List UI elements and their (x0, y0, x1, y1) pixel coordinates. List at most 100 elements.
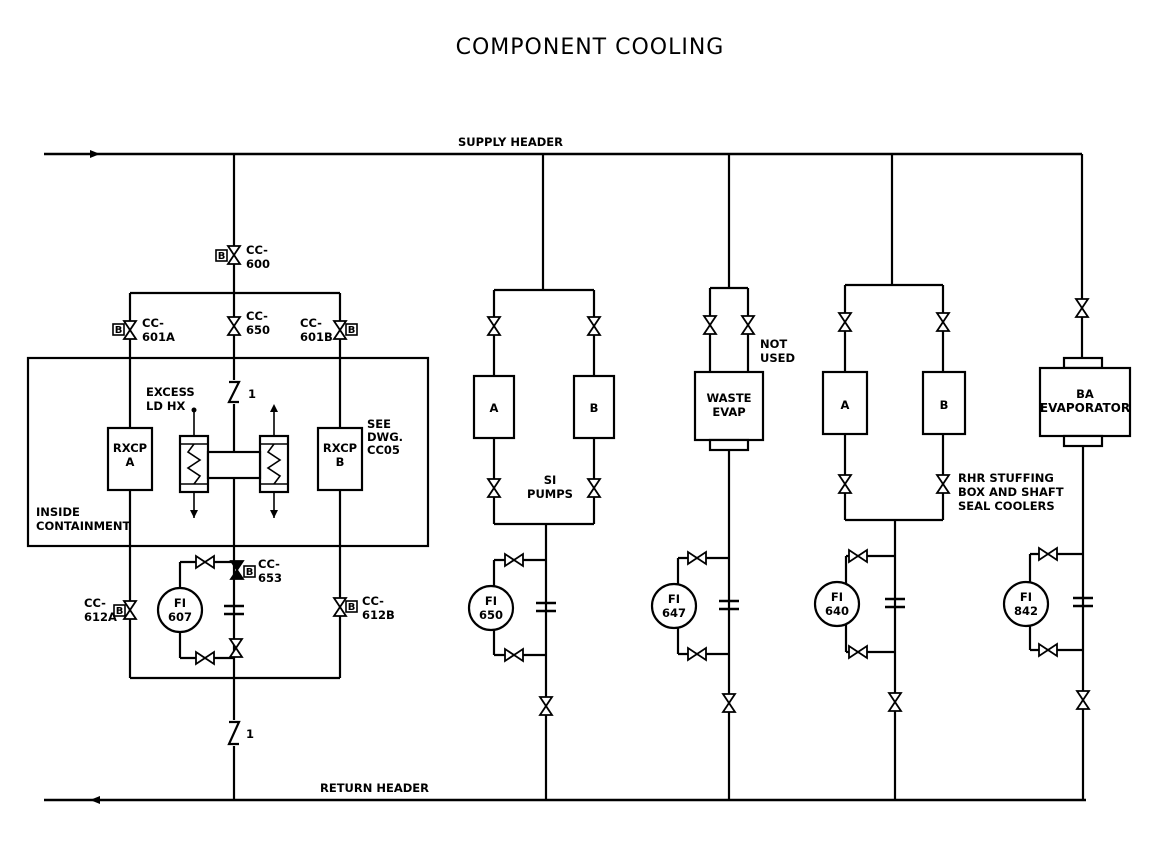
cc-612b-label-2: 612B (362, 608, 395, 622)
valve-tag-cc-612a: B (113, 604, 126, 617)
excess-ld-hx-label-2: LD HX (146, 399, 186, 413)
svg-text:B: B (115, 325, 123, 336)
check-valve-lower: 1 (226, 720, 254, 746)
diagram-title: COMPONENT COOLING (456, 35, 725, 60)
cc-612b-label-1: CC- (362, 594, 384, 608)
not-used-label-1: NOT (760, 337, 787, 351)
ba-evap-label-2: EVAPORATOR (1040, 401, 1130, 415)
fi-647-label-2: 647 (662, 606, 686, 620)
svg-text:B: B (246, 567, 254, 578)
containment-boundary (26, 356, 430, 548)
rhr-note-2: BOX AND SHAFT (958, 485, 1064, 499)
rhr-note-1: RHR STUFFING (958, 471, 1054, 485)
svg-text:1: 1 (248, 387, 256, 401)
cc-612a-label-2: 612A (84, 610, 117, 624)
valve-tag-cc-601a: B (112, 323, 125, 336)
rhr-b-box (921, 370, 967, 436)
rxcp-a-label-2: A (126, 455, 135, 469)
fi-650-label-1: FI (485, 594, 497, 608)
orifice-607 (224, 604, 244, 616)
rxcp-a-label-1: RXCP (113, 441, 147, 455)
rhr-a-label: A (841, 398, 850, 412)
not-used-label-2: USED (760, 351, 795, 365)
fi-640-label-2: 640 (825, 604, 849, 618)
cc-650-label-2: 650 (246, 323, 270, 337)
see-dwg-label-2: DWG. (367, 430, 403, 444)
orifice-842 (1073, 596, 1093, 608)
rxcp-a-box (106, 426, 154, 492)
rhr-note-3: SEAL COOLERS (958, 499, 1055, 513)
cc-601a-label-2: 601A (142, 330, 175, 344)
fi-640-label-1: FI (831, 590, 843, 604)
svg-text:1: 1 (246, 727, 254, 741)
ba-evap-label-1: BA (1076, 387, 1094, 401)
ba-evap-bottom-nozzle (1062, 434, 1104, 448)
see-dwg-label-3: CC05 (367, 443, 400, 457)
fi-647-label-1: FI (668, 592, 680, 606)
valve-cc-601b (332, 320, 348, 340)
cc-653-label-1: CC- (258, 557, 280, 571)
return-header: RETURN HEADER (44, 781, 1086, 804)
supply-flow-arrow (90, 150, 100, 158)
containment-label-2: CONTAINMENT (36, 519, 131, 533)
cc-601b-label-1: CC- (300, 316, 322, 330)
svg-text:B: B (348, 602, 356, 613)
fi-842-circle (1002, 580, 1050, 628)
fi-607-circle (156, 586, 204, 634)
si-pump-a-label: A (490, 401, 499, 415)
rhr-section: A B RHR STUFFING BOX AND SHAFT SEAL COOL… (813, 154, 1064, 800)
containment-label-1: INSIDE (36, 505, 80, 519)
waste-evap-section: NOT USED WASTE EVAP FI 647 (650, 154, 795, 800)
rxcp-b-box (316, 426, 364, 492)
valve-rxcp-return (228, 638, 244, 658)
cc-653-label-2: 653 (258, 571, 282, 585)
fi-842-label-2: 842 (1014, 604, 1038, 618)
fi-842-label-1: FI (1020, 590, 1032, 604)
return-flow-arrow (90, 796, 100, 804)
si-pumps-label-2: PUMPS (527, 487, 573, 501)
return-header-label: RETURN HEADER (320, 781, 429, 795)
rhr-a-box (821, 370, 869, 436)
svg-text:B: B (348, 325, 356, 336)
si-pump-b-label: B (590, 401, 599, 415)
fi-607-label-2: 607 (168, 610, 192, 624)
fi-640-circle (813, 580, 861, 628)
svg-text:B: B (116, 606, 124, 617)
fi-607-loop: FI 607 (156, 554, 244, 666)
orifice-650 (536, 601, 556, 613)
cc-601a-label-1: CC- (142, 316, 164, 330)
orifice-640 (885, 597, 905, 609)
si-pumps-label-1: SI (544, 473, 557, 487)
si-pumps-section: A B SI PUMPS FI 650 (467, 154, 616, 800)
excess-ld-hx-label-1: EXCESS (146, 385, 195, 399)
fi-650-label-2: 650 (479, 608, 503, 622)
valve-cc-601a (122, 320, 138, 340)
rxcp-section: INSIDE CONTAINMENT RXCP A RXCP B (26, 154, 430, 800)
valve-cc-612b (332, 597, 348, 617)
supply-header: SUPPLY HEADER (44, 135, 1082, 158)
fi-647-circle (650, 582, 698, 630)
ba-evaporator-section: BA EVAPORATOR FI 842 (1002, 154, 1132, 800)
cc-600-label-2: 600 (246, 257, 270, 271)
fi-650-circle (467, 584, 515, 632)
waste-evap-nozzle (708, 438, 750, 452)
rxcp-b-label-1: RXCP (323, 441, 357, 455)
ba-evaporator-box (1038, 366, 1132, 438)
check-valve-upper: 1 (226, 380, 256, 404)
valve-tag-cc-601b: B (345, 323, 358, 336)
supply-header-label: SUPPLY HEADER (458, 135, 563, 149)
svg-text:B: B (218, 251, 226, 262)
waste-evap-label-1: WASTE (706, 391, 751, 405)
cc-612a-label-1: CC- (84, 596, 106, 610)
see-dwg-label-1: SEE (367, 417, 391, 431)
si-pump-a-box (472, 374, 516, 440)
orifice-647 (719, 599, 739, 611)
si-pump-b-box (572, 374, 616, 440)
excess-letdown-hx (178, 404, 290, 518)
cc-600-label-1: CC- (246, 243, 268, 257)
valve-tag-cc-600: B (215, 249, 228, 262)
valve-tag-cc-612b: B (345, 600, 358, 613)
fi-607-label-1: FI (174, 596, 186, 610)
rxcp-b-label-2: B (336, 455, 345, 469)
